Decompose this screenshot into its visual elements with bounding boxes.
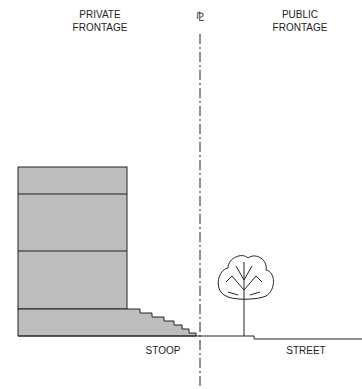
zone-label: PUBLIC FRONTAGE	[265, 8, 335, 34]
floor-line	[18, 194, 127, 195]
building	[18, 167, 127, 309]
street-line	[254, 336, 362, 339]
sidewalk-line	[18, 336, 254, 337]
property-line-symbol: ⅊	[190, 11, 210, 24]
stoop	[18, 309, 196, 336]
frontage-type-label: STOOP	[133, 344, 193, 357]
frontage-type-label: STREET	[276, 344, 336, 357]
zone-label: PRIVATE FRONTAGE	[65, 8, 135, 34]
property-line	[200, 34, 201, 389]
floor-line	[18, 251, 127, 252]
tree	[218, 256, 273, 336]
